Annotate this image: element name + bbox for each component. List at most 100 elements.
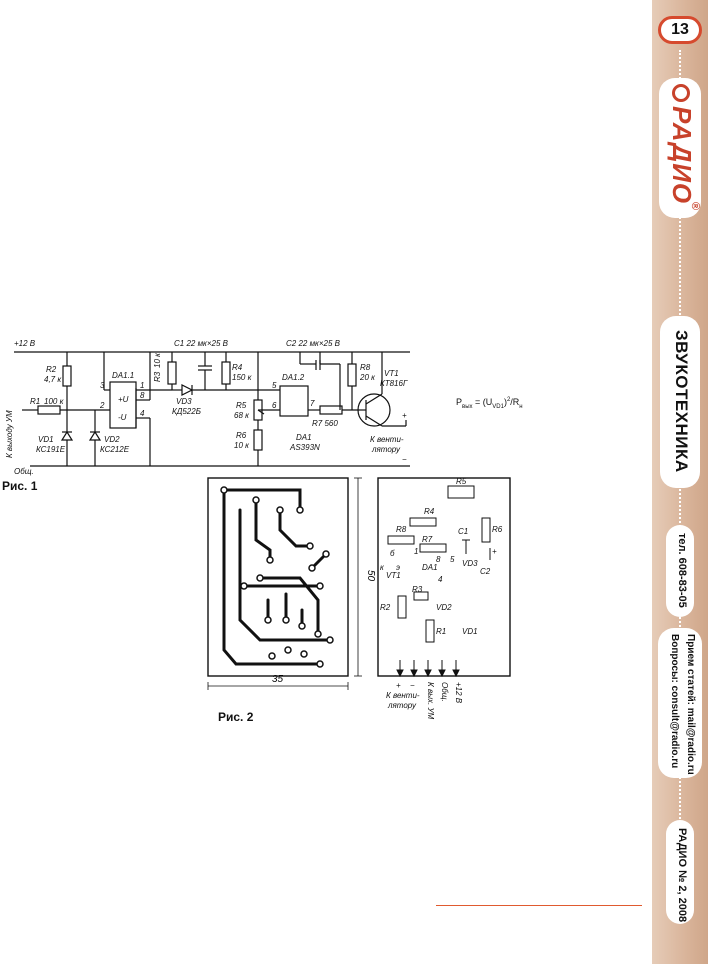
f1-vd2t: КС212Е: [100, 445, 130, 454]
phone-number: тел. 608-83-05: [676, 533, 688, 608]
pcb-label-vd2: VD2: [436, 603, 452, 612]
f1-vd1t: КС191Е: [36, 445, 66, 454]
f1-r1: R1: [30, 397, 40, 406]
figure2-pcb: 35 50 R5 R4 C1 R6 R8 R7 б к э VT1 DA1 VD…: [207, 477, 511, 720]
pcb-label-e: э: [396, 563, 400, 572]
f1-vd2: VD2: [104, 435, 120, 444]
page-number: 13: [671, 21, 689, 38]
phone-box: тел. 608-83-05: [666, 525, 694, 617]
pcb-label-k: к: [380, 563, 385, 572]
pcb-label-r6: R6: [492, 525, 503, 534]
footer-rule: [436, 905, 642, 906]
f1-supply: +12 В: [14, 339, 36, 348]
f1-da12: DA1.2: [282, 373, 305, 382]
f1-vt1t: КТ816Г: [380, 379, 408, 388]
f1-c1: C1 22 мк×25 В: [174, 339, 229, 348]
f1-fan1: К венти-: [370, 435, 404, 444]
f1-da1: DA1: [296, 433, 312, 442]
f1-input: К выходу УМ: [5, 410, 14, 458]
page-number-badge: 13: [658, 16, 702, 44]
brand-logo: РАДИО ®: [659, 78, 701, 218]
formula-p: P: [456, 397, 463, 407]
registered-mark: ®: [689, 202, 701, 211]
f1-r6: R6: [236, 431, 247, 440]
f1-pin2: 2: [99, 401, 105, 410]
f1-c2: C2 22 мк×25 В: [286, 339, 341, 348]
section-title: ЗВУКОТЕХНИКА: [672, 330, 691, 473]
f1-plus: +: [402, 411, 407, 420]
formula-eq: = (U: [472, 397, 493, 407]
f1-r4v: 150 к: [232, 373, 253, 382]
f1-r6v: 10 к: [234, 441, 250, 450]
f1-vd3: VD3: [176, 397, 192, 406]
brand-mark-icon: [672, 84, 690, 102]
lead-supply: +12 В: [454, 682, 463, 704]
f1-da11: DA1.1: [112, 371, 134, 380]
f1-common: Общ.: [14, 467, 34, 476]
page-sidebar: 13 РАДИО ® ЗВУКОТЕХНИКА тел. 608-83-05 П…: [652, 0, 708, 964]
pcb-label-vd1: VD1: [462, 627, 478, 636]
figure1-caption: Рис. 1: [2, 479, 38, 493]
f1-r3: R3: [153, 371, 162, 382]
pcb-label-c1: C1: [458, 527, 468, 536]
pcb-plus: +: [492, 547, 497, 556]
pcb-pin-8: 8: [436, 555, 441, 564]
f1-pin1: 1: [140, 381, 144, 390]
formula-p-sub: вых: [462, 403, 473, 410]
contacts-articles: Прием статей: mail@radio.ru: [685, 634, 696, 775]
f1-minusu: -U: [118, 413, 127, 422]
lead-plus: +: [396, 681, 401, 690]
pcb-label-r8: R8: [396, 525, 407, 534]
f1-r1v: 100 к: [44, 397, 65, 406]
figure1-schematic: +12 В R2 4,7 к R1 100 к К выходу УМ Общ.…: [5, 339, 410, 476]
f1-pin3: 3: [100, 381, 105, 390]
pcb-width: 35: [272, 674, 284, 685]
f1-pin5: 5: [272, 381, 277, 390]
formula-r-sub: н: [519, 403, 523, 410]
f1-pin6: 6: [272, 401, 277, 410]
f1-plusu: +U: [118, 395, 129, 404]
pcb-label-c2: C2: [480, 567, 491, 576]
formula-close: ): [503, 397, 507, 407]
pcb-pin-4: 4: [438, 575, 443, 584]
f1-r7: R7 560: [312, 419, 338, 428]
lead-fan2: лятору: [387, 701, 417, 710]
pcb-label-r1: R1: [436, 627, 446, 636]
lead-amp: К вых. УМ: [426, 682, 435, 720]
pcb-height: 50: [365, 570, 376, 582]
figure2-caption: Рис. 2: [218, 710, 254, 724]
contacts-questions: Вопросы: consult@radio.ru: [669, 634, 680, 769]
pcb-pin-1: 1: [414, 547, 418, 556]
section-title-box: ЗВУКОТЕХНИКА: [660, 316, 700, 488]
f1-vd3t: КД522Б: [172, 407, 201, 416]
f1-r8: R8: [360, 363, 371, 372]
contacts-box: Прием статей: mail@radio.ru Вопросы: con…: [658, 628, 702, 778]
pcb-label-vt1: VT1: [386, 571, 401, 580]
f1-r4: R4: [232, 363, 243, 372]
f1-r2: R2: [46, 365, 57, 374]
f1-r5: R5: [236, 401, 247, 410]
pcb-label-r5: R5: [456, 477, 467, 486]
pcb-label-r3: R3: [412, 585, 423, 594]
f1-vt1: VT1: [384, 369, 399, 378]
f1-pin8: 8: [140, 391, 145, 400]
lead-minus: −: [410, 681, 415, 690]
pcb-label-da1: DA1: [422, 563, 438, 572]
pcb-label-r7: R7: [422, 535, 433, 544]
f1-minus: −: [402, 455, 407, 464]
power-formula: Pвых = (UVD1)2/Rн: [456, 397, 523, 410]
f1-pin4: 4: [140, 409, 145, 418]
pcb-label-r4: R4: [424, 507, 435, 516]
issue-label: РАДИО № 2, 2008: [676, 828, 688, 923]
pcb-pin-5: 5: [450, 555, 455, 564]
f1-da1t: АS393N: [289, 443, 320, 452]
pcb-label-b: б: [390, 549, 395, 558]
f1-pin7: 7: [310, 399, 315, 408]
lead-common: Общ.: [440, 682, 449, 702]
issue-box: РАДИО № 2, 2008: [666, 820, 694, 924]
formula-pow: 2: [506, 397, 511, 403]
f1-r3v: 10 к: [153, 352, 162, 368]
f1-r5v: 68 к: [234, 411, 250, 420]
formula-slash: /R: [510, 397, 520, 407]
brand-name: РАДИО: [667, 106, 697, 205]
